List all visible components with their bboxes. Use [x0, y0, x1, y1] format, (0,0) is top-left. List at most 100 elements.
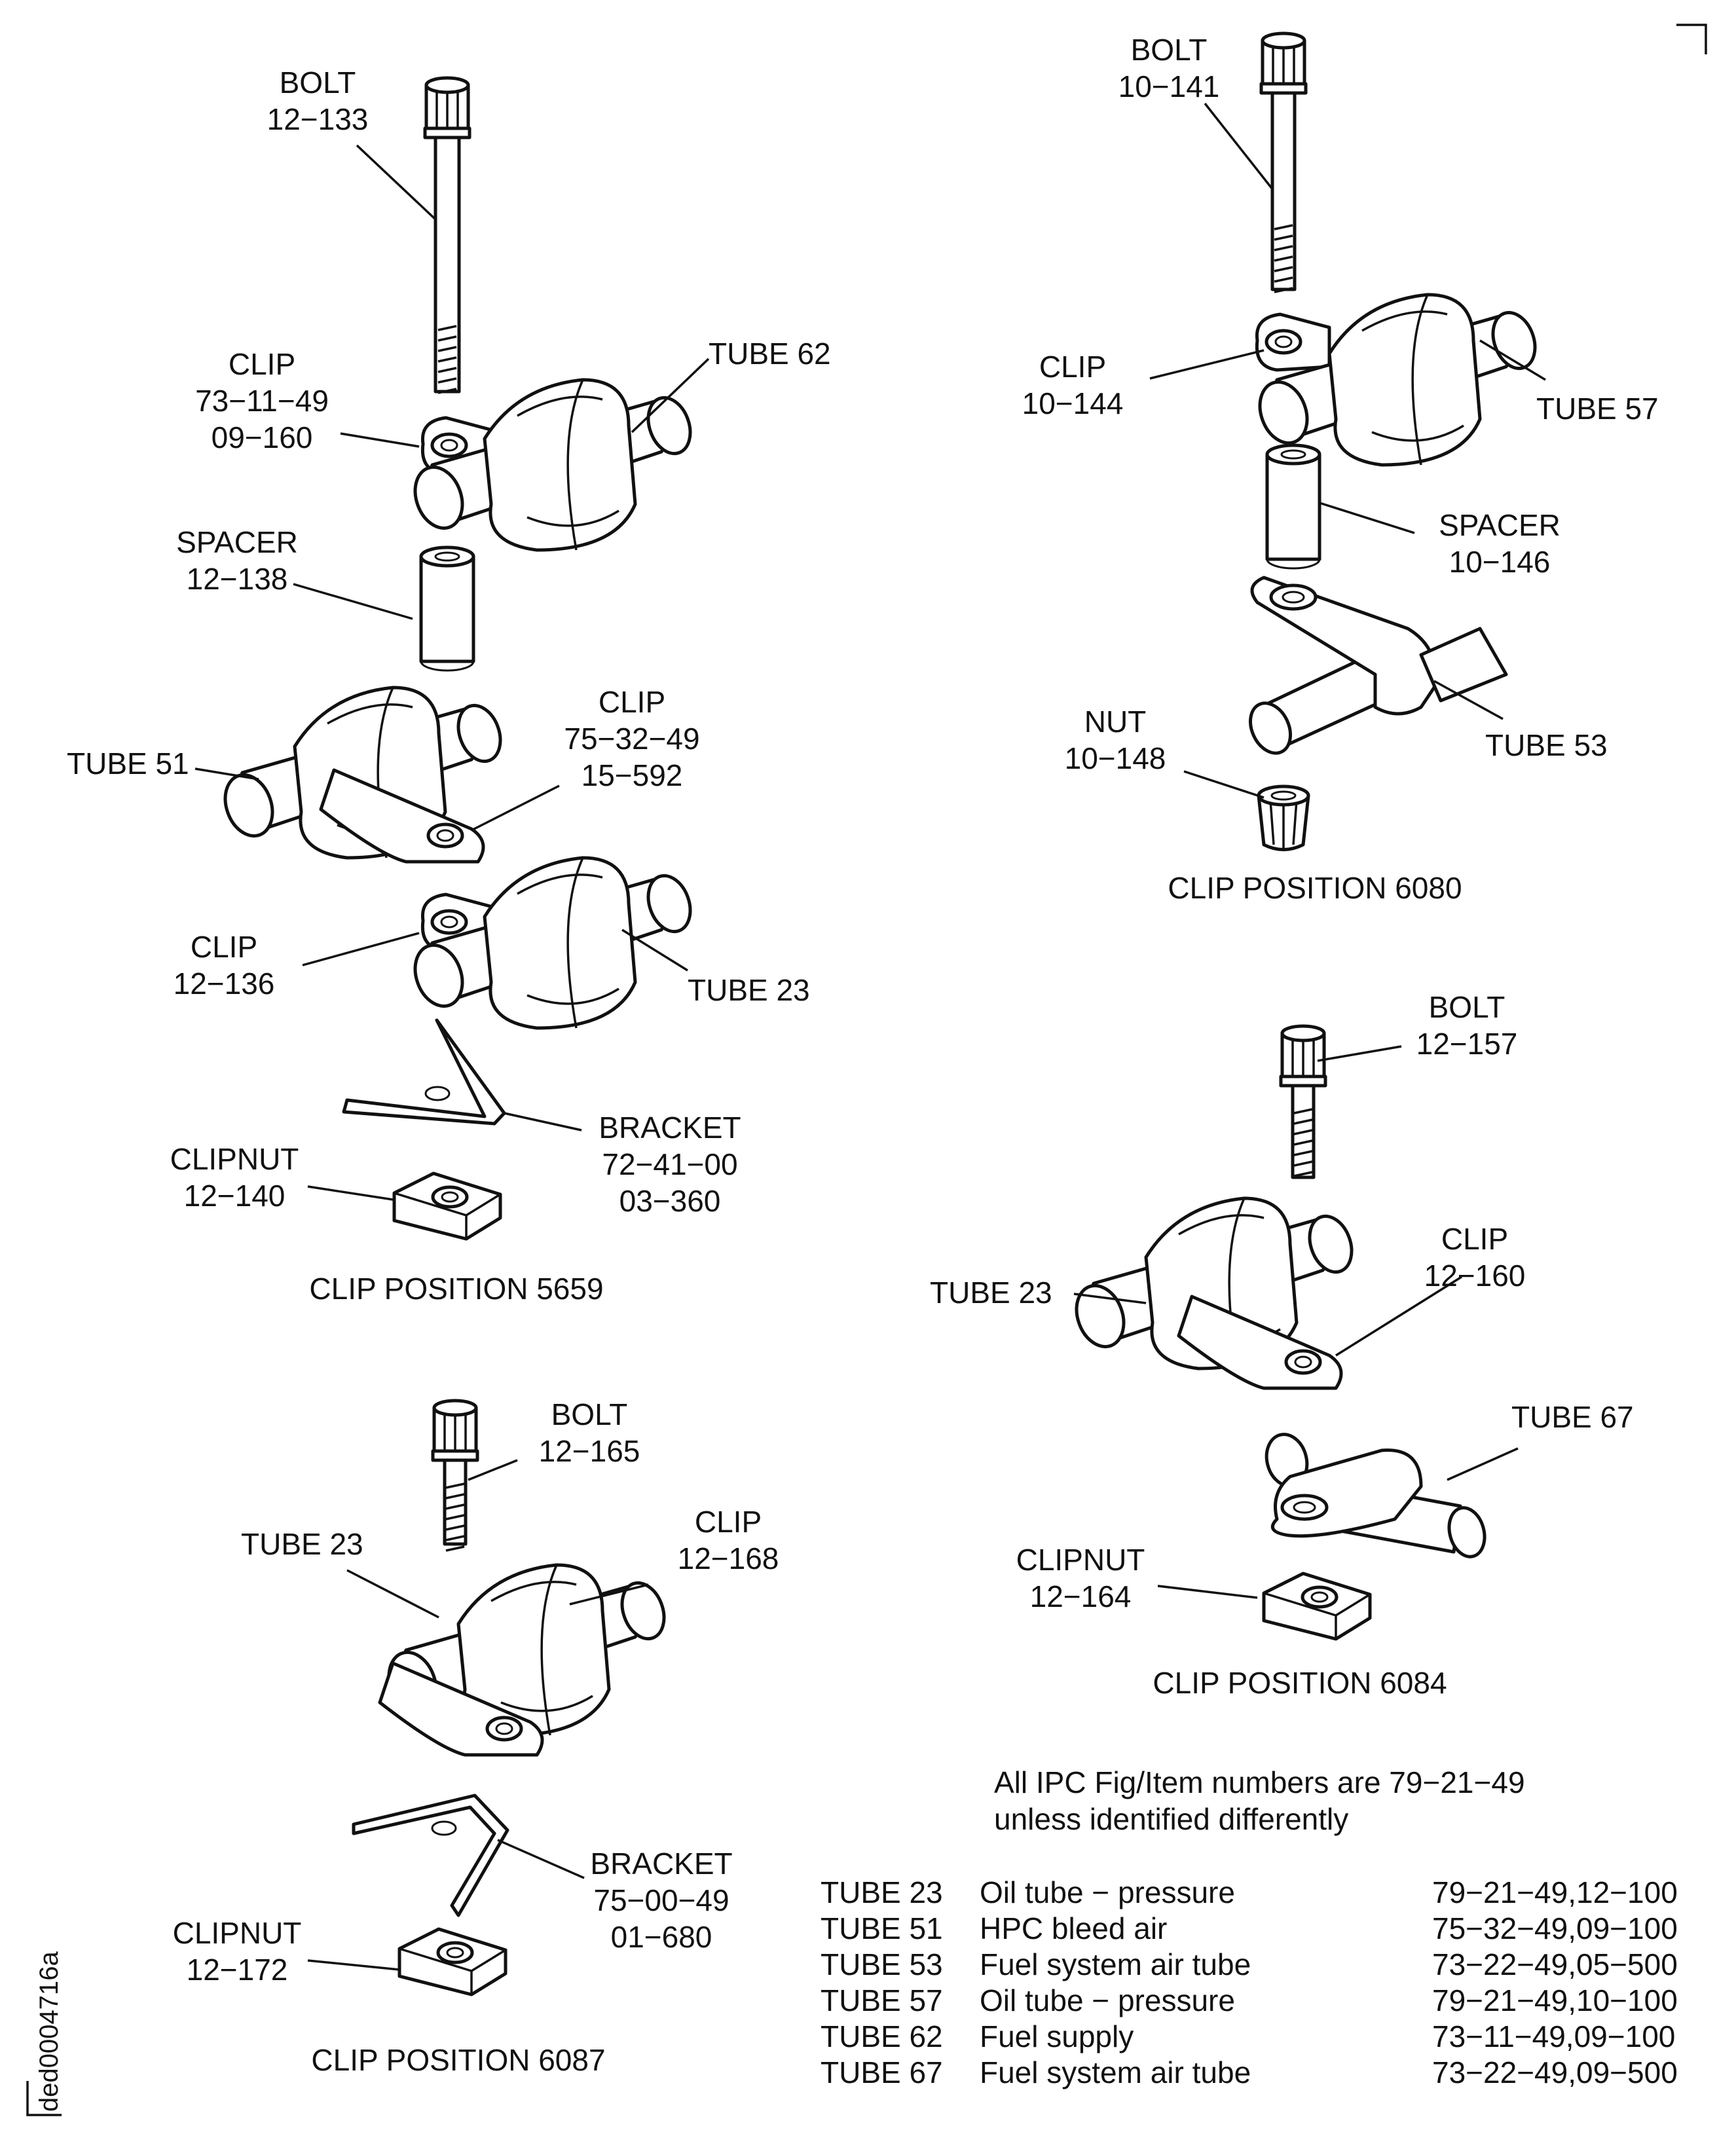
legend-row: TUBE 53 Fuel system air tube 73−22−49,05…	[821, 1947, 1678, 1981]
legend-tube: TUBE 57	[821, 1983, 943, 2017]
legend-desc: Fuel system air tube	[980, 1947, 1251, 1981]
tube-62-label: TUBE 62	[709, 337, 831, 371]
bracket-03-360-part	[342, 1018, 506, 1126]
legend-tube: TUBE 53	[821, 1947, 943, 1981]
clip-15-592-label: CLIP	[599, 685, 665, 719]
clipnut-12-140-label: CLIPNUT	[170, 1142, 299, 1176]
clipnut-12-172-label: CLIPNUT	[173, 1916, 302, 1950]
legend-desc: HPC bleed air	[980, 1911, 1167, 1945]
clip-09-160-ref: 73−11−49	[195, 384, 329, 418]
legend-row: TUBE 51 HPC bleed air 75−32−49,09−100	[821, 1911, 1678, 1945]
tube-53-strap-assembly	[1249, 576, 1508, 755]
bolt-10-141-number: 10−141	[1118, 69, 1220, 103]
tube-23-label-6087: TUBE 23	[241, 1527, 363, 1561]
spacer-12-138-number: 12−138	[187, 562, 288, 596]
bracket-01-680-ref: 75−00−49	[593, 1883, 729, 1917]
ipc-note: All IPC Fig/Item numbers are 79−21−49 un…	[994, 1765, 1525, 1836]
tube-67-strap-assembly	[1265, 1433, 1487, 1558]
nut-10-148-number: 10−148	[1065, 741, 1166, 775]
tube-51-label: TUBE 51	[67, 746, 189, 781]
tube-62-clip-assembly	[407, 380, 698, 550]
clipnut-12-140-part	[394, 1173, 500, 1239]
clipnut-12-172-number: 12−172	[187, 1953, 288, 1987]
legend-ref: 73−22−49,05−500	[1432, 1947, 1678, 1981]
bolt-12-157-part	[1281, 1026, 1325, 1086]
bolt-12-157-number: 12−157	[1416, 1027, 1518, 1061]
note-line-2: unless identified differently	[994, 1802, 1348, 1836]
clip-15-592-ref: 75−32−49	[564, 722, 699, 756]
tube-23-clip-assembly	[407, 858, 698, 1028]
tube-53-label: TUBE 53	[1485, 728, 1608, 762]
bolt-12-133-label: BOLT	[280, 65, 356, 100]
bolt-12-165-label: BOLT	[551, 1397, 628, 1431]
spacer-12-138-part	[421, 547, 473, 671]
caption-clip-position-6084: CLIP POSITION 6084	[1153, 1666, 1447, 1700]
bracket-01-680-number: 01−680	[611, 1920, 712, 1954]
corner-mark-bottom-left	[26, 2081, 62, 2116]
tube-67-label: TUBE 67	[1511, 1400, 1634, 1434]
clipnut-12-140-number: 12−140	[184, 1179, 286, 1213]
legend-tube: TUBE 51	[821, 1911, 943, 1945]
bracket-01-680-label: BRACKET	[590, 1847, 732, 1881]
tube-23-label-6084: TUBE 23	[930, 1276, 1052, 1310]
legend-ref: 79−21−49,12−100	[1432, 1875, 1678, 1909]
nut-10-148-label: NUT	[1084, 705, 1147, 739]
bolt-12-133-part	[425, 78, 470, 138]
bolt-10-141-part	[1261, 33, 1306, 93]
legend-ref: 73−11−49,09−100	[1432, 2019, 1675, 2053]
bracket-03-360-label: BRACKET	[599, 1111, 741, 1145]
bracket-01-680-part	[352, 1794, 509, 1917]
legend-ref: 79−21−49,10−100	[1432, 1983, 1678, 2017]
legend-row: TUBE 57 Oil tube − pressure 79−21−49,10−…	[821, 1983, 1678, 2017]
legend-desc: Oil tube − pressure	[980, 1983, 1235, 2017]
clipnut-12-164-part	[1264, 1573, 1370, 1639]
tube-23-label-5659: TUBE 23	[688, 973, 810, 1007]
caption-clip-position-5659: CLIP POSITION 5659	[309, 1272, 603, 1306]
legend-ref: 73−22−49,09−500	[1432, 2055, 1678, 2089]
legend-tube: TUBE 23	[821, 1875, 943, 1909]
legend-tube: TUBE 62	[821, 2019, 943, 2053]
note-line-1: All IPC Fig/Item numbers are 79−21−49	[994, 1765, 1525, 1799]
caption-clip-position-6087: CLIP POSITION 6087	[311, 2043, 605, 2077]
legend-ref: 75−32−49,09−100	[1432, 1911, 1678, 1945]
clip-12-168-number: 12−168	[678, 1541, 779, 1575]
clip-09-160-label: CLIP	[229, 347, 295, 381]
spacer-10-146-number: 10−146	[1449, 545, 1551, 579]
spacer-10-146-label: SPACER	[1439, 508, 1561, 542]
legend-row: TUBE 67 Fuel system air tube 73−22−49,09…	[821, 2055, 1678, 2089]
diagram-id: ded0004716a	[35, 1951, 64, 2112]
clip-09-160-number: 09−160	[212, 420, 313, 454]
clip-15-592-number: 15−592	[582, 758, 683, 792]
caption-clip-position-6080: CLIP POSITION 6080	[1168, 871, 1462, 905]
clipnut-12-172-part	[399, 1929, 506, 1995]
legend-desc: Oil tube − pressure	[980, 1875, 1235, 1909]
clip-12-136-label: CLIP	[191, 930, 257, 964]
legend-desc: Fuel system air tube	[980, 2055, 1251, 2089]
bolt-12-133-number: 12−133	[267, 102, 369, 136]
bolt-12-165-part	[433, 1401, 477, 1460]
legend-row: TUBE 23 Oil tube − pressure 79−21−49,12−…	[821, 1875, 1678, 1909]
bolt-12-157-label: BOLT	[1429, 990, 1505, 1024]
bolt-10-141-label: BOLT	[1131, 33, 1208, 67]
